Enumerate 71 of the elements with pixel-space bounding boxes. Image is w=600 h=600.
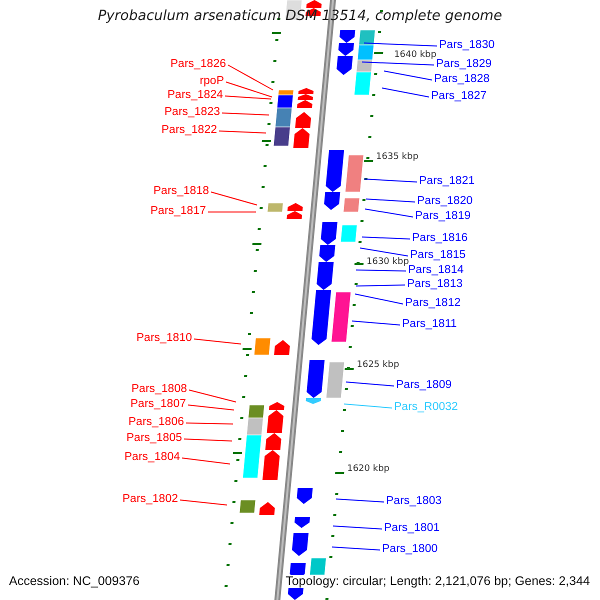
leader-line: [226, 82, 272, 98]
gene-label: Pars_1820: [417, 195, 473, 208]
leader-line: [180, 500, 228, 506]
leader-line: [364, 42, 438, 46]
leader-line: [362, 62, 434, 66]
leader-line: [332, 526, 382, 530]
gene-label: Pars_1817: [150, 205, 206, 218]
leader-line: [364, 208, 414, 218]
gene-label: Pars_1816: [412, 232, 468, 245]
gene-label: Pars_1826: [170, 58, 226, 71]
gene-label: Pars_1803: [386, 495, 442, 508]
gene-label: Pars_1818: [153, 185, 209, 198]
leader-line: [188, 390, 236, 402]
gene-label: Pars_1828: [434, 73, 490, 86]
scale-label: 1640 kbp: [394, 51, 436, 60]
gene-label: Pars_1806: [128, 416, 184, 429]
leader-line: [360, 248, 408, 256]
scale-label: 1620 kbp: [347, 465, 390, 474]
leader-line: [186, 422, 234, 424]
gene-label: rpoP: [200, 75, 224, 88]
title: Pyrobaculum arsenaticum DSM 13514, complete genome: [96, 10, 504, 23]
gene-label: Pars_1810: [136, 332, 192, 345]
scale-label: 1625 kbp: [356, 361, 400, 370]
leader-line: [218, 130, 266, 134]
gene-label: Pars_1830: [439, 39, 495, 52]
leader-line: [382, 88, 430, 98]
leader-line: [362, 236, 410, 240]
leader-line: [366, 198, 416, 202]
gene-label: Pars_1812: [405, 297, 461, 310]
leader-line: [364, 178, 418, 182]
leader-line: [210, 192, 258, 206]
gene-label: Pars_1819: [415, 210, 471, 223]
footer-text: Accession: NC_009376: [9, 575, 140, 588]
leader-line: [354, 294, 404, 304]
gene-label: Pars_1814: [408, 264, 464, 277]
gene-label: Pars_1802: [122, 493, 178, 506]
leader-line: [182, 458, 230, 464]
gene-label: Pars_1807: [130, 398, 186, 411]
gene-label: Pars_1824: [167, 89, 223, 102]
gene-label: Pars_1801: [384, 522, 440, 535]
scale-label: 1630 kbp: [366, 258, 409, 267]
leader-line: [356, 284, 406, 286]
leader-line: [352, 320, 400, 326]
leader-line: [188, 404, 234, 410]
leader-line: [184, 438, 232, 442]
leader-line: [228, 64, 274, 90]
leader-line: [222, 112, 270, 116]
gene-label: Pars_R0032: [394, 401, 458, 414]
gene-label: Pars_1804: [124, 451, 180, 464]
leader-line: [344, 404, 392, 408]
gene-label: Pars_1809: [396, 379, 452, 392]
leader-line: [224, 96, 272, 100]
leader-line: [194, 338, 242, 344]
gene-label: Pars_1829: [436, 58, 492, 71]
footer-text: Topology: circular; Length: 2,121,076 bp; Genes: 2,344: [286, 575, 590, 588]
leader-line: [336, 498, 384, 502]
gene-label: Pars_1821: [419, 175, 475, 188]
scale-label: 1635 kbp: [376, 153, 418, 162]
gene-label: Pars_1815: [410, 249, 466, 262]
gene-label: Pars_1800: [382, 543, 438, 556]
leader-line: [356, 270, 406, 272]
gene-label: Pars_1822: [161, 124, 217, 137]
leader-line: [384, 70, 432, 80]
gene-label: Pars_1813: [407, 278, 463, 291]
gene-label: Pars_1805: [126, 432, 182, 445]
gene-label: Pars_1823: [164, 106, 220, 119]
gene-label: Pars_1808: [131, 383, 187, 396]
leader-line: [346, 382, 394, 386]
gene-label: Pars_1827: [431, 90, 487, 103]
gene-label: Pars_1811: [402, 318, 457, 331]
leader-line: [332, 546, 380, 550]
